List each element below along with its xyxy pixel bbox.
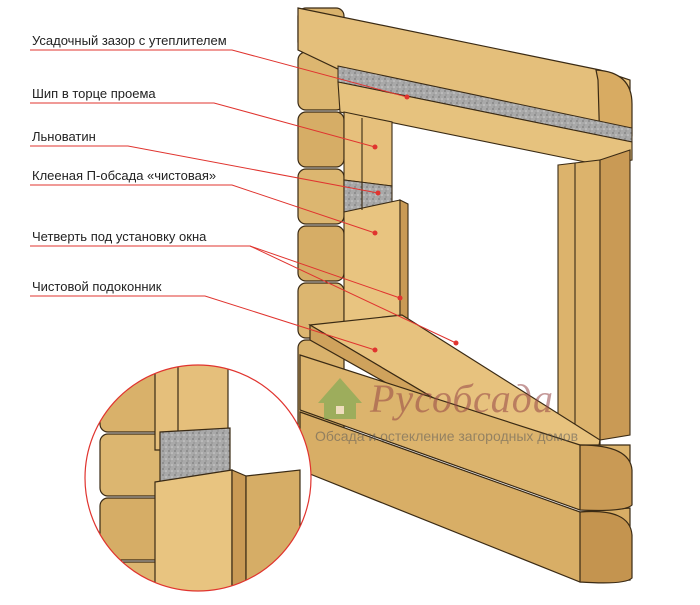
leader-spike xyxy=(30,102,376,148)
label-window-quarter: Четверть под установку окна xyxy=(32,229,207,244)
leader-casing xyxy=(30,184,376,234)
leader-sill xyxy=(30,295,376,351)
label-spike: Шип в торце проема xyxy=(32,86,156,101)
watermark-tagline: Обсада и остекление загородных домов xyxy=(315,428,579,444)
watermark-brand: Русобсада xyxy=(370,376,554,421)
leader-quarter-2 xyxy=(249,245,457,344)
label-shrink-gap: Усадочный зазор с утеплителем xyxy=(32,33,227,48)
leader-dots xyxy=(372,94,459,353)
left-casing xyxy=(343,111,409,337)
bottom-logs xyxy=(299,354,633,584)
label-flax-insulation: Льноватин xyxy=(32,129,96,144)
house-logo-icon xyxy=(318,378,362,419)
right-casing xyxy=(557,149,631,446)
label-glued-casing: Клееная П-обсада «чистовая» xyxy=(32,168,217,183)
detail-inset xyxy=(84,364,312,592)
label-window-sill: Чистовой подоконник xyxy=(32,279,162,294)
leader-flax xyxy=(30,145,379,194)
inset-circle-outline xyxy=(84,364,312,592)
leader-lines xyxy=(30,49,457,351)
leader-shrink-gap xyxy=(30,49,408,98)
